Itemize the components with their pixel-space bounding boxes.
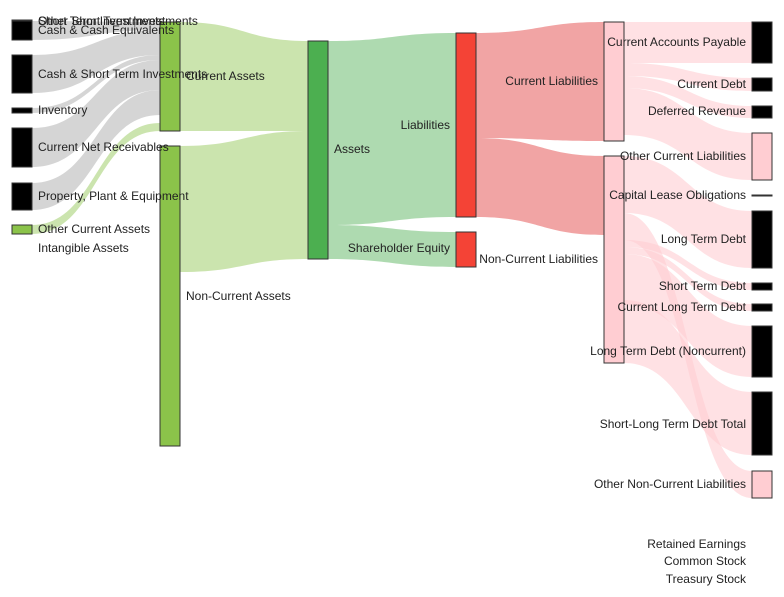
- label-short-term-investments: Short Term Investments: [38, 14, 165, 28]
- link-current-assets-to-assets: [180, 22, 308, 131]
- link-liabilities-to-current-liabilities: [476, 22, 604, 141]
- node-long-term-debt-noncurrent: [751, 325, 773, 378]
- label-intangible-assets: Intangible Assets: [38, 241, 129, 255]
- node-current-liabilities: [603, 21, 625, 142]
- node-non-current-liabilities: [603, 155, 625, 364]
- label-short-long-term-debt-total: Short-Long Term Debt Total: [600, 417, 746, 431]
- label-liabilities: Liabilities: [401, 118, 450, 132]
- link-non-current-assets-to-assets: [180, 131, 308, 272]
- node-short-long-term-debt-total: [751, 391, 773, 456]
- node-long-term-debt: [751, 210, 773, 269]
- link-current-liabilities-to-deferred-revenue: [624, 76, 752, 118]
- link-current-liabilities-to-other-current-liabilities: [624, 88, 752, 180]
- label-retained-earnings: Retained Earnings: [647, 537, 746, 551]
- label-current-assets: Current Assets: [186, 69, 265, 83]
- link-property-plant-equipment-to-current-assets: [32, 90, 160, 210]
- node-current-net-receivables: [11, 127, 33, 168]
- label-common-stock: Common Stock: [664, 554, 747, 568]
- link-non-current-liabilities-to-short-term-debt: [624, 240, 752, 290]
- node-other-current-assets: [11, 224, 33, 235]
- node-deferred-revenue: [751, 105, 773, 119]
- node-non-current-assets: [159, 145, 181, 447]
- node-other-current-liabilities: [751, 132, 773, 181]
- link-non-current-liabilities-to-current-long-term-debt: [624, 247, 752, 311]
- node-other-non-current-liabilities: [751, 470, 773, 499]
- link-current-liabilities-to-current-debt: [624, 63, 752, 91]
- label-other-current-liabilities: Other Current Liabilities: [620, 149, 746, 163]
- node-short-term-debt: [751, 282, 773, 291]
- label-current-net-receivables: Current Net Receivables: [38, 140, 169, 154]
- label-short-term-debt: Short Term Debt: [659, 279, 747, 293]
- label-assets: Assets: [334, 142, 370, 156]
- node-current-long-term-debt: [751, 303, 773, 312]
- label-non-current-liabilities: Non-Current Liabilities: [479, 252, 598, 266]
- node-assets: [307, 40, 329, 260]
- link-non-current-liabilities-to-long-term-debt-noncurrent: [624, 254, 752, 377]
- node-shareholder-equity: [455, 231, 477, 268]
- label-cash-short-term-investments: Cash & Short Term Investments: [38, 67, 207, 81]
- label-other-short-term-investments: Other Short Term Investments: [38, 14, 198, 28]
- link-assets-to-liabilities: [328, 33, 456, 225]
- label-treasury-stock: Treasury Stock: [666, 572, 747, 586]
- node-inventory: [11, 107, 33, 114]
- link-cash-short-term-investments-to-current-assets: [32, 30, 160, 93]
- link-non-current-liabilities-to-short-long-term-debt-total: [624, 300, 752, 455]
- link-inventory-to-current-assets: [32, 55, 160, 113]
- node-current-assets: [159, 21, 181, 132]
- link-cash-and-cash-equivalents-to-current-assets: [32, 21, 160, 40]
- label-capital-lease-obligations: Capital Lease Obligations: [609, 188, 746, 202]
- link-current-liabilities-to-current-accounts-payable: [624, 22, 752, 63]
- sankey-nodes: [11, 19, 773, 499]
- link-other-current-assets-to-current-assets: [32, 123, 160, 234]
- sankey-links: [32, 21, 752, 498]
- label-current-liabilities: Current Liabilities: [505, 74, 598, 88]
- label-other-non-current-liabilities: Other Non-Current Liabilities: [594, 477, 746, 491]
- label-long-term-debt: Long Term Debt: [661, 232, 747, 246]
- link-liabilities-to-non-current-liabilities: [476, 138, 604, 235]
- link-non-current-liabilities-to-long-term-debt: [624, 156, 752, 268]
- node-cash-short-term-investments: [11, 54, 33, 94]
- link-current-net-receivables-to-current-assets: [32, 60, 160, 167]
- label-property-plant-equipment: Property, Plant & Equipment: [38, 189, 189, 203]
- node-liabilities: [455, 32, 477, 218]
- label-long-term-debt-noncurrent: Long Term Debt (Noncurrent): [590, 344, 746, 358]
- label-current-accounts-payable: Current Accounts Payable: [607, 35, 746, 49]
- node-cash-and-cash-equivalents: [11, 20, 33, 41]
- label-shareholder-equity: Shareholder Equity: [348, 241, 450, 255]
- label-non-current-assets: Non-Current Assets: [186, 289, 291, 303]
- node-capital-lease-obligations: [751, 194, 773, 197]
- label-current-long-term-debt: Current Long Term Debt: [617, 300, 746, 314]
- node-property-plant-equipment: [11, 182, 33, 211]
- label-current-debt: Current Debt: [677, 77, 746, 91]
- link-assets-to-shareholder-equity: [328, 225, 456, 267]
- label-inventory: Inventory: [38, 103, 87, 117]
- node-current-accounts-payable: [751, 21, 773, 64]
- node-current-debt: [751, 77, 773, 92]
- label-deferred-revenue: Deferred Revenue: [648, 104, 746, 118]
- label-cash-and-cash-equivalents: Cash & Cash Equivalents: [38, 23, 174, 37]
- label-other-current-assets: Other Current Assets: [38, 222, 150, 236]
